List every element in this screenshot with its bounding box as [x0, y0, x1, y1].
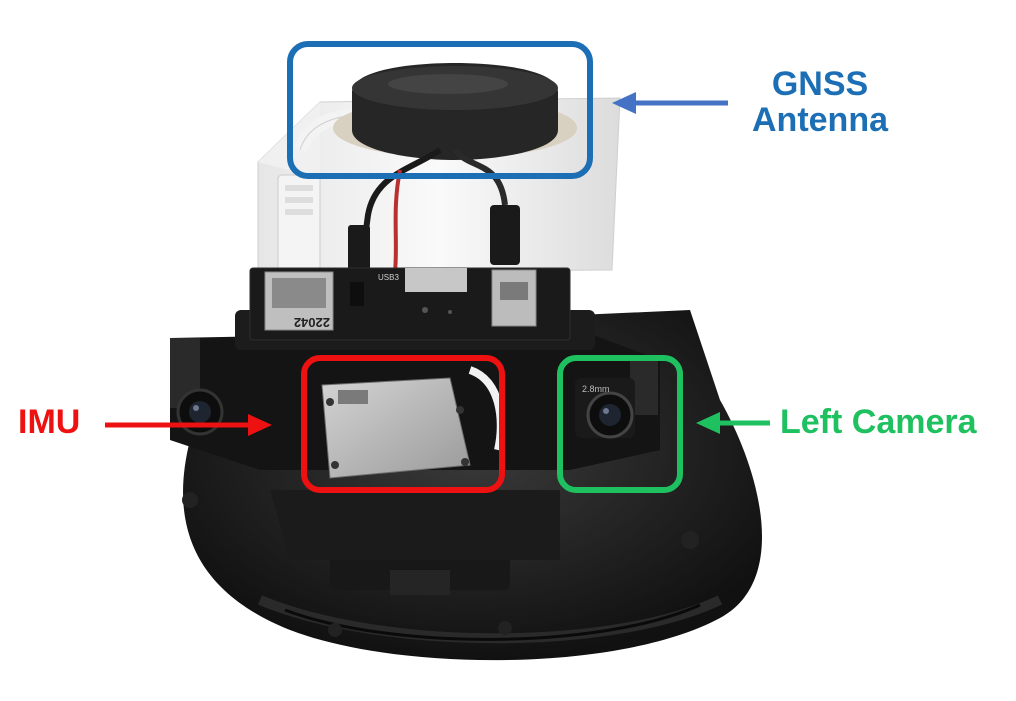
left-camera-label: Left Camera [780, 403, 977, 441]
lens-label: 2.8mm [582, 384, 610, 394]
antenna-cables [348, 147, 520, 276]
gnss-antenna-puck [333, 63, 577, 160]
usb-label: USB3 [378, 273, 399, 282]
camera-highlight-box [557, 355, 683, 493]
left-camera-lens: 2.8mm [575, 378, 635, 439]
imu-label: IMU [18, 403, 81, 441]
gnss-label-line2: Antenna [752, 101, 888, 139]
imu-arrow [105, 414, 272, 436]
pcb-board: 22042 USB3 [249, 267, 571, 341]
board-label: 22042 [294, 315, 330, 330]
camera-arrow [696, 412, 770, 434]
imu-module [321, 366, 505, 479]
gnss-arrow [612, 92, 728, 114]
gnss-highlight-box [287, 41, 593, 179]
imu-highlight-box [301, 355, 505, 493]
mount-bracket [270, 490, 560, 595]
gnss-label-line1: GNSS [771, 65, 869, 103]
gnss-antenna-label: GNSS Antenna [735, 66, 905, 138]
